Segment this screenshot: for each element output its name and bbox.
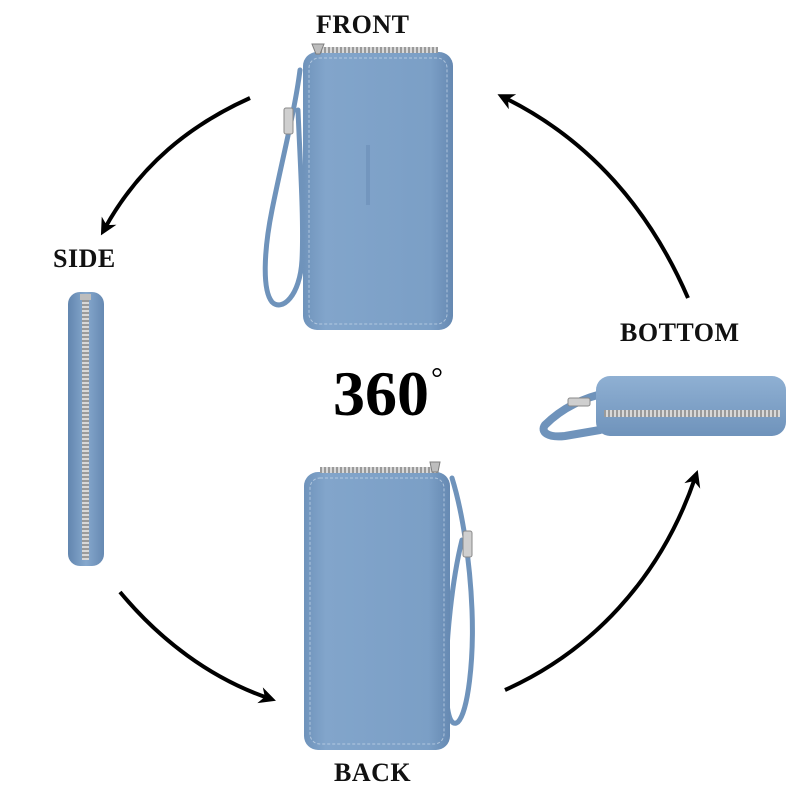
curved-arrow-icon-side-to-back <box>118 590 276 704</box>
wallet-front-brand-emboss <box>366 145 370 205</box>
wallet-front-stitching <box>308 57 448 325</box>
wallet-back-stitching <box>309 477 445 745</box>
curved-arrow-icon-front-to-side <box>100 96 251 236</box>
wallet-bottom-strap-clasp <box>567 397 591 407</box>
wallet-front-zipper <box>318 47 438 53</box>
wallet-bottom-body <box>596 376 786 436</box>
curved-arrow-icon-bottom-to-front <box>497 94 690 299</box>
back-view-label: BACK <box>334 758 412 787</box>
wallet-bottom-zipper <box>604 410 780 417</box>
rotation-degrees-label: 360° <box>333 362 443 426</box>
wallet-back-zipper-pull <box>429 461 441 473</box>
wallet-front-view <box>262 43 453 330</box>
bottom-view-label: BOTTOM <box>620 318 740 347</box>
wallet-side-zipper-tab <box>80 294 91 300</box>
rotation-degrees-value: 360 <box>333 358 429 429</box>
side-view-label: SIDE <box>53 244 116 273</box>
front-view-label: FRONT <box>316 10 410 39</box>
wallet-back-zipper <box>320 467 438 473</box>
wallet-front-body <box>303 52 453 330</box>
wallet-side-zipper <box>82 298 89 560</box>
wallet-front-strap <box>262 67 306 308</box>
wallet-side-view <box>68 292 104 566</box>
wallet-back-body <box>304 472 450 750</box>
wallet-back-view <box>304 461 475 750</box>
wallet-bottom-view <box>539 376 786 441</box>
wallet-front-strap-clasp <box>283 107 294 135</box>
wallet-front-zipper-pull <box>311 43 325 55</box>
curved-arrow-icon-back-to-bottom <box>504 470 701 692</box>
degree-symbol: ° <box>431 362 443 395</box>
wallet-back-strap-clasp <box>462 530 473 558</box>
